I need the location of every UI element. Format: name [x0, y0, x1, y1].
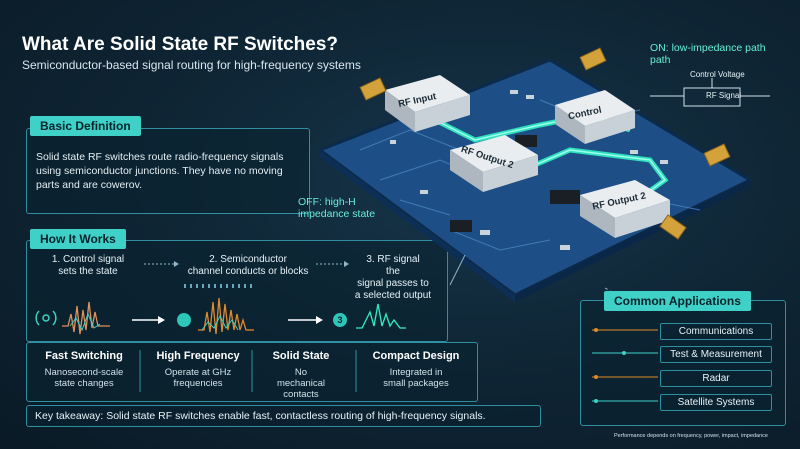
pointer-line — [449, 254, 466, 286]
app-line-2 — [592, 351, 658, 355]
feature-desc: Integrated in small packages — [383, 367, 449, 389]
on-state-callout: ON: low-impedance path path — [650, 42, 766, 66]
footnote: Performance depends on frequency, power,… — [614, 433, 768, 439]
module-control — [555, 90, 635, 144]
flow-arrow-1-head — [158, 316, 165, 324]
step-arrow-2-head — [344, 261, 349, 267]
feature-title: Fast Switching — [45, 350, 123, 362]
app-item-test-measurement: Test & Measurement — [660, 346, 772, 363]
how-it-works-tag: How It Works — [30, 229, 126, 249]
module-rf-output-1 — [450, 135, 538, 192]
feature-title: Compact Design — [372, 350, 460, 362]
definition-text: Solid state RF switches route radio-freq… — [36, 151, 284, 191]
pcb-chips — [450, 135, 580, 232]
rf-signal-label: RF Signal — [706, 91, 742, 100]
app-item-radar: Radar — [660, 370, 772, 387]
step-3-badge: 3 — [333, 313, 347, 327]
step-2-badge — [177, 313, 191, 327]
feature-dividers — [139, 350, 357, 392]
feature-desc: Nanosecond-scale state changes — [44, 367, 124, 389]
waveform-2 — [198, 297, 254, 335]
module-rf-input — [385, 75, 470, 132]
feature-compact-design: Compact Design Integrated in small packa… — [360, 350, 472, 389]
feature-high-frequency: High Frequency Operate at GHz frequencie… — [144, 350, 252, 389]
app-line-4 — [592, 399, 658, 403]
app-line-3 — [592, 375, 658, 379]
waveform-3 — [356, 303, 406, 329]
off-state-callout: OFF: high-H impedance state — [298, 196, 376, 220]
feature-title: Solid State — [272, 350, 330, 362]
tick-dots — [184, 284, 252, 288]
page-subtitle: Semiconductor-based signal routing for h… — [22, 58, 361, 72]
step-2-label: 2. Semiconductor channel conducts or blo… — [187, 254, 309, 277]
app-item-satellite-systems: Satellite Systems — [660, 394, 772, 411]
control-voltage-label: Control Voltage — [690, 70, 745, 79]
feature-solid-state: Solid State No mechanical contacts — [256, 350, 346, 400]
step-3-label: 3. RF signal the signal passes to a sele… — [354, 254, 432, 301]
how-it-works-graphics — [35, 261, 406, 335]
module-rf-output-2 — [580, 180, 670, 238]
feature-title: High Frequency — [156, 350, 240, 362]
antenna-icon — [35, 310, 57, 326]
step-arrow-1-head — [174, 261, 179, 267]
waveform-1-b — [69, 312, 101, 332]
applications-graphics — [592, 328, 658, 403]
how-it-works-panel — [26, 240, 448, 342]
pcb-board-edge — [320, 150, 515, 302]
flow-arrow-2-head — [316, 316, 323, 324]
waveform-1 — [62, 301, 110, 335]
control-diagram — [650, 78, 770, 107]
key-takeaway: Key takeaway: Solid state RF switches en… — [26, 405, 541, 427]
step-1-label: 1. Control signal sets the state — [51, 254, 125, 277]
applications-tag: Common Applications — [604, 291, 751, 311]
definition-panel — [26, 128, 310, 214]
connector-icon — [359, 47, 731, 240]
rf-switch-board — [316, 47, 754, 303]
definition-tag: Basic Definition — [30, 116, 141, 136]
app-item-communications: Communications — [660, 323, 772, 340]
waveform-2-b — [201, 314, 239, 331]
feature-desc: Operate at GHz frequencies — [164, 367, 232, 389]
pcb-components — [390, 90, 668, 250]
feature-desc: No mechanical contacts — [276, 367, 326, 400]
app-line-1 — [592, 328, 658, 332]
page-title: What Are Solid State RF Switches? — [22, 34, 339, 55]
pcb-board-edge-right — [515, 180, 750, 302]
feature-fast-switching: Fast Switching Nanosecond-scale state ch… — [34, 350, 134, 389]
